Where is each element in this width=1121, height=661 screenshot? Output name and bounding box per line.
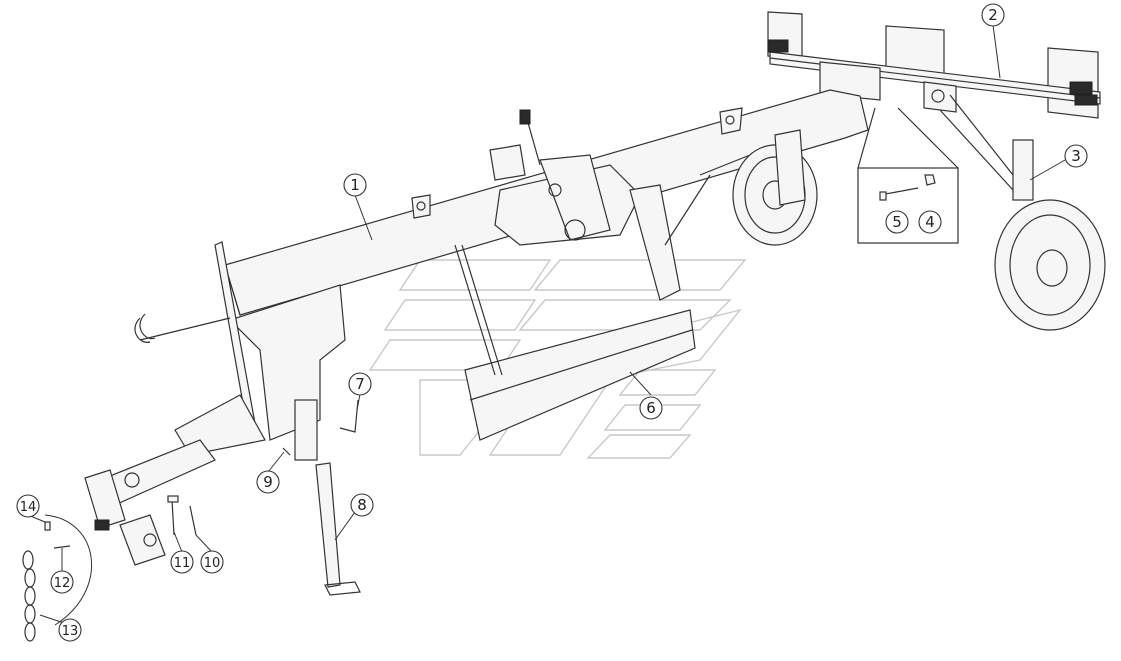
callout-2-label: 2 bbox=[988, 6, 998, 24]
callout-1-label: 1 bbox=[350, 176, 360, 194]
callout-4-label: 4 bbox=[925, 213, 935, 231]
callout-5: 5 bbox=[885, 210, 909, 234]
callout-6-label: 6 bbox=[646, 399, 656, 417]
fastener-detail-box bbox=[857, 107, 959, 244]
jack-stand bbox=[294, 399, 361, 596]
callout-6: 6 bbox=[639, 396, 663, 420]
chain bbox=[22, 550, 36, 642]
callout-13-label: 13 bbox=[62, 624, 79, 639]
callout-1: 1 bbox=[343, 173, 367, 197]
small-parts bbox=[22, 399, 359, 642]
callout-8-label: 8 bbox=[357, 496, 367, 514]
leader-lines bbox=[27, 24, 1066, 626]
callout-10-label: 10 bbox=[204, 556, 221, 571]
callout-7-label: 7 bbox=[355, 375, 365, 393]
center-gearbox bbox=[489, 109, 641, 246]
callout-9-label: 9 bbox=[263, 473, 273, 491]
callout-10: 10 bbox=[200, 550, 224, 574]
callout-12-label: 12 bbox=[54, 576, 71, 591]
callout-9: 9 bbox=[256, 470, 280, 494]
callout-8: 8 bbox=[350, 493, 374, 517]
rear-crossbeam bbox=[767, 11, 1101, 119]
callout-5-label: 5 bbox=[892, 213, 902, 231]
callout-7: 7 bbox=[348, 372, 372, 396]
callout-14: 14 bbox=[16, 494, 40, 518]
callout-12: 12 bbox=[50, 570, 74, 594]
hitch-assembly bbox=[84, 469, 166, 566]
callout-4: 4 bbox=[918, 210, 942, 234]
callout-11-label: 11 bbox=[174, 556, 191, 571]
callout-14-label: 14 bbox=[20, 500, 37, 515]
callout-2: 2 bbox=[981, 3, 1005, 27]
middle-wheel bbox=[732, 129, 818, 246]
callout-3: 3 bbox=[1064, 144, 1088, 168]
callout-13: 13 bbox=[58, 618, 82, 642]
callout-3-label: 3 bbox=[1071, 147, 1081, 165]
swath-board bbox=[454, 154, 751, 441]
right-wheel bbox=[939, 94, 1106, 331]
callout-11: 11 bbox=[170, 550, 194, 574]
